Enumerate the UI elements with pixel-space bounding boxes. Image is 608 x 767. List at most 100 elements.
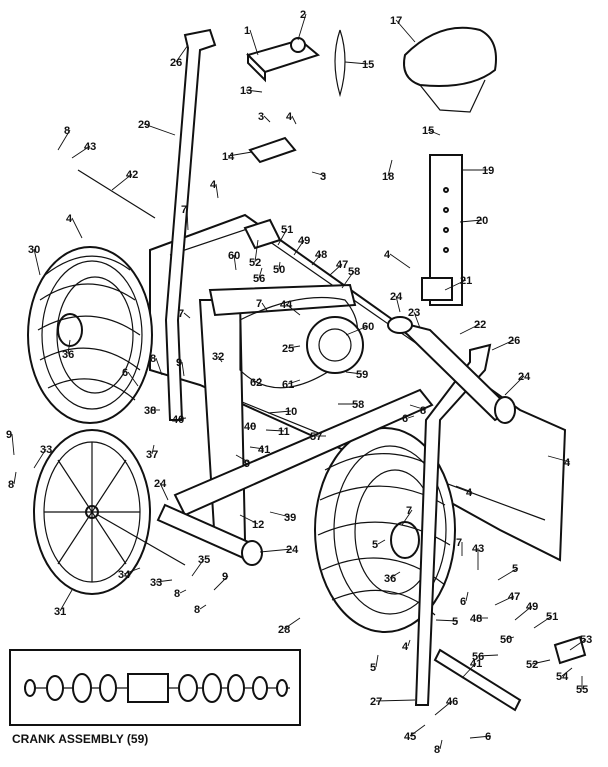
part-callout-54: 54: [556, 671, 569, 683]
seat-post: [421, 154, 463, 306]
callout-leader-4: [407, 639, 411, 647]
callout-leader-56: [477, 654, 499, 657]
part-callout-62: 62: [250, 377, 262, 389]
callout-leader-6: [469, 735, 492, 739]
callout-leader-8: [155, 357, 163, 376]
part-callout-34: 34: [118, 569, 131, 581]
callout-leader-8: [199, 604, 207, 610]
part-callout-5: 5: [372, 539, 378, 551]
part-callout-6: 6: [122, 367, 128, 379]
callout-leader-24: [259, 548, 293, 553]
callout-leader-2: [297, 13, 307, 41]
part-callout-10: 10: [285, 406, 297, 418]
part-callout-51: 51: [281, 224, 293, 236]
part-callout-29: 29: [138, 119, 150, 131]
callout-leader-40: [177, 417, 187, 420]
callout-leader-5: [497, 567, 519, 581]
part-callout-18: 18: [382, 171, 394, 183]
callout-leader-26: [175, 44, 189, 63]
fan-wheel-left: [27, 246, 153, 424]
callout-leader-41: [249, 446, 265, 450]
callout-leader-7: [401, 509, 413, 526]
callout-leader-15: [344, 61, 369, 65]
part-callout-56: 56: [253, 273, 265, 285]
part-callout-6: 6: [460, 596, 466, 608]
crank-wheel: [33, 429, 151, 595]
callout-leader-50: [505, 636, 515, 640]
part-callout-8: 8: [174, 588, 180, 600]
callout-leader-9: [235, 454, 251, 464]
callout-leader-20: [459, 219, 483, 223]
part-callout-7: 7: [456, 537, 462, 549]
part-callout-9: 9: [244, 458, 250, 470]
callout-leader-8: [409, 404, 427, 411]
part-callout-61: 61: [282, 379, 294, 391]
callout-leader-9: [213, 575, 229, 591]
part-callout-6: 6: [402, 413, 408, 425]
part-callout-39: 39: [284, 512, 296, 524]
callout-leader-8: [57, 129, 71, 151]
callout-leader-52: [531, 659, 551, 665]
handlebar-left: [164, 28, 217, 421]
callout-leader-33: [155, 579, 173, 583]
crank-assembly-inset: CRANK ASSEMBLY (59): [9, 649, 301, 746]
console-bracket: [248, 136, 297, 164]
callout-leader-8: [13, 471, 17, 485]
part-callout-5: 5: [452, 616, 458, 628]
part-callout-14: 14: [222, 151, 235, 163]
callout-leader-49: [293, 239, 305, 256]
part-callout-25: 25: [282, 343, 294, 355]
connecting-rod: [77, 169, 156, 219]
callout-leader-37: [151, 444, 155, 455]
callout-leader-8: [439, 739, 443, 750]
part-callout-5: 5: [512, 563, 518, 575]
part-callout-9: 9: [176, 357, 182, 369]
callout-leader-50: [278, 261, 281, 270]
callout-leader-28: [283, 617, 301, 630]
callout-leader-4: [71, 217, 83, 239]
part-callout-2: 2: [300, 9, 306, 21]
callout-leader-60: [233, 254, 237, 271]
callout-leader-21: [444, 279, 467, 291]
callout-leader-18: [387, 159, 393, 177]
callout-leader-30: [33, 248, 41, 276]
callout-leader-62: [255, 377, 261, 383]
part-callout-36: 36: [62, 349, 74, 361]
callout-leader-10: [267, 410, 292, 414]
part-callout-48: 48: [470, 613, 482, 625]
callout-leader-46: [434, 700, 453, 716]
part-callout-31: 31: [54, 606, 66, 618]
callout-leader-6: [407, 415, 415, 419]
callout-leader-53: [569, 638, 587, 651]
part-callout-7: 7: [406, 505, 412, 517]
part-callout-4: 4: [402, 641, 409, 653]
callout-leader-43: [71, 145, 91, 159]
part-callout-13: 13: [240, 85, 252, 97]
callout-leader-23: [413, 311, 421, 329]
callout-leader-9: [11, 433, 15, 456]
callout-leader-36: [67, 339, 71, 355]
part-callout-46: 46: [446, 696, 458, 708]
part-callout-4: 4: [286, 111, 293, 123]
callout-leader-14: [227, 151, 253, 157]
leader-layer: [11, 13, 587, 750]
callout-leader-51: [533, 615, 553, 629]
callout-leader-15: [427, 129, 441, 136]
tension-strap: [334, 29, 346, 98]
callout-leader-51: [277, 228, 288, 246]
part-callout-8: 8: [194, 604, 200, 616]
callout-leader-5: [377, 539, 386, 545]
part-callout-4: 4: [210, 179, 217, 191]
crank-assembly-caption: CRANK ASSEMBLY (59): [12, 732, 148, 746]
callout-leader-33: [33, 448, 47, 469]
callout-leader-11: [265, 429, 285, 432]
callout-leader-56: [258, 267, 263, 279]
callout-leader-6: [127, 371, 139, 387]
callout-leader-58: [341, 270, 355, 289]
part-callout-59: 59: [356, 369, 368, 381]
part-callout-7: 7: [181, 204, 187, 216]
callout-leader-13: [245, 89, 263, 93]
lower-tube: [173, 388, 434, 517]
